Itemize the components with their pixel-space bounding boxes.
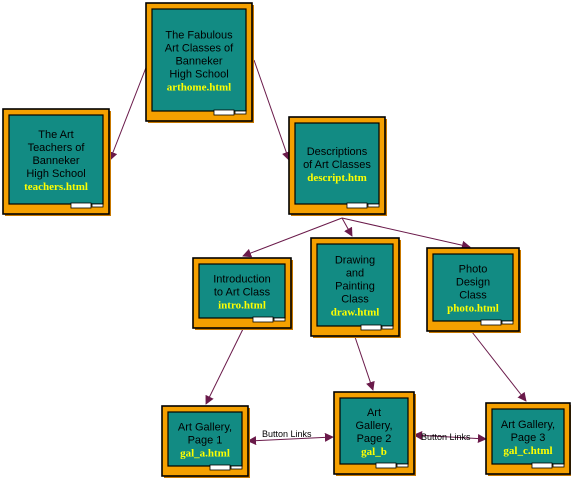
chalk-icon (396, 463, 409, 468)
board-title-line: Page 3 (511, 432, 546, 444)
board-filename[interactable]: teachers.html (24, 181, 88, 193)
board-filename[interactable]: descript.htm (307, 172, 367, 184)
board-filename[interactable]: photo.html (447, 303, 499, 315)
eraser-icon (209, 464, 231, 471)
board-face (151, 8, 247, 112)
board-title-line: Drawing (335, 255, 375, 267)
eraser-icon (531, 462, 553, 469)
edge-descript-photo (341, 217, 471, 250)
edge-arrow (247, 432, 334, 446)
chalk-icon (552, 463, 565, 468)
edge-gal_b-gal_c: Button Links (413, 430, 487, 444)
eraser-icon (346, 202, 368, 209)
edge-draw-gal_b (354, 336, 375, 391)
edge-gal_a-gal_b: Button Links (247, 429, 334, 446)
edge-arrow (108, 64, 148, 161)
board-title-line: Painting (335, 281, 375, 293)
eraser-icon (70, 202, 92, 209)
eraser-icon (480, 319, 502, 326)
chalk-icon (91, 203, 104, 208)
edge-label: Button Links (421, 432, 471, 442)
board-title-line: Gallery, (355, 420, 392, 432)
board-face (294, 122, 380, 205)
edge-descript-intro (242, 217, 343, 258)
board-title-line: Design (456, 277, 490, 289)
board-title-line: Art Gallery, (501, 419, 555, 431)
edge-label: Button Links (262, 429, 312, 439)
board-title-line: Art (367, 407, 381, 419)
board-title-line: Class (459, 290, 487, 302)
board-title-line: The Art (38, 129, 73, 141)
edge-arthome-descript (253, 59, 291, 161)
board-face (491, 408, 565, 465)
board-filename[interactable]: gal_a.html (180, 448, 230, 460)
edge-descript-draw (341, 217, 353, 237)
eraser-icon (252, 316, 274, 323)
board-title-line: of Art Classes (303, 159, 371, 171)
edge-arrow (205, 328, 244, 405)
board-filename[interactable]: draw.html (331, 307, 380, 319)
eraser-icon (375, 462, 397, 469)
board-title-line: Introduction (213, 274, 270, 286)
edges-layer: Button Links Button Links (108, 59, 527, 446)
board-face (8, 114, 104, 205)
board-title-line: and (346, 268, 364, 280)
board-title-line: Banneker (32, 155, 79, 167)
board-filename[interactable]: gal_b (361, 446, 387, 458)
board-face (339, 397, 409, 465)
board-title-line: Page 2 (357, 433, 392, 445)
edge-arrow (354, 336, 375, 391)
chalk-icon (230, 465, 243, 470)
edge-intro-gal_a (205, 328, 244, 405)
chalk-icon (367, 203, 380, 208)
board-title-line: Descriptions (307, 146, 368, 158)
board-title-line: Art Gallery, (178, 422, 232, 434)
chalk-icon (381, 325, 394, 330)
board-filename[interactable]: intro.html (218, 300, 266, 312)
chalk-icon (234, 110, 247, 115)
board-filename[interactable]: arthome.html (167, 82, 231, 94)
board-face (432, 253, 514, 322)
board-filename[interactable]: gal_c.html (503, 445, 552, 457)
edge-arrow (413, 430, 487, 444)
edge-arrow (253, 59, 291, 161)
edge-arrow (471, 331, 527, 402)
edge-arthome-teachers (108, 64, 148, 161)
board-title-line: Art Classes of (165, 43, 234, 55)
chalk-icon (273, 317, 286, 322)
board-title-line: The Fabulous (165, 30, 233, 42)
board-title-line: Page 1 (188, 435, 223, 447)
eraser-icon (360, 324, 382, 331)
edge-photo-gal_c (471, 331, 527, 402)
board-title-line: Teachers of (28, 142, 86, 154)
eraser-icon (213, 109, 235, 116)
chalk-icon (501, 320, 514, 325)
edge-arrow (341, 217, 353, 237)
board-title-line: Class (341, 294, 369, 306)
edge-arrow (341, 217, 471, 250)
board-title-line: to Art Class (214, 287, 271, 299)
edge-arrow (242, 217, 343, 258)
board-face (316, 243, 394, 327)
board-title-line: High School (26, 168, 85, 180)
board-face (198, 263, 286, 319)
board-face (167, 411, 243, 467)
board-title-line: High School (169, 69, 228, 81)
board-title-line: Photo (459, 264, 488, 276)
board-title-line: Banneker (175, 56, 222, 68)
